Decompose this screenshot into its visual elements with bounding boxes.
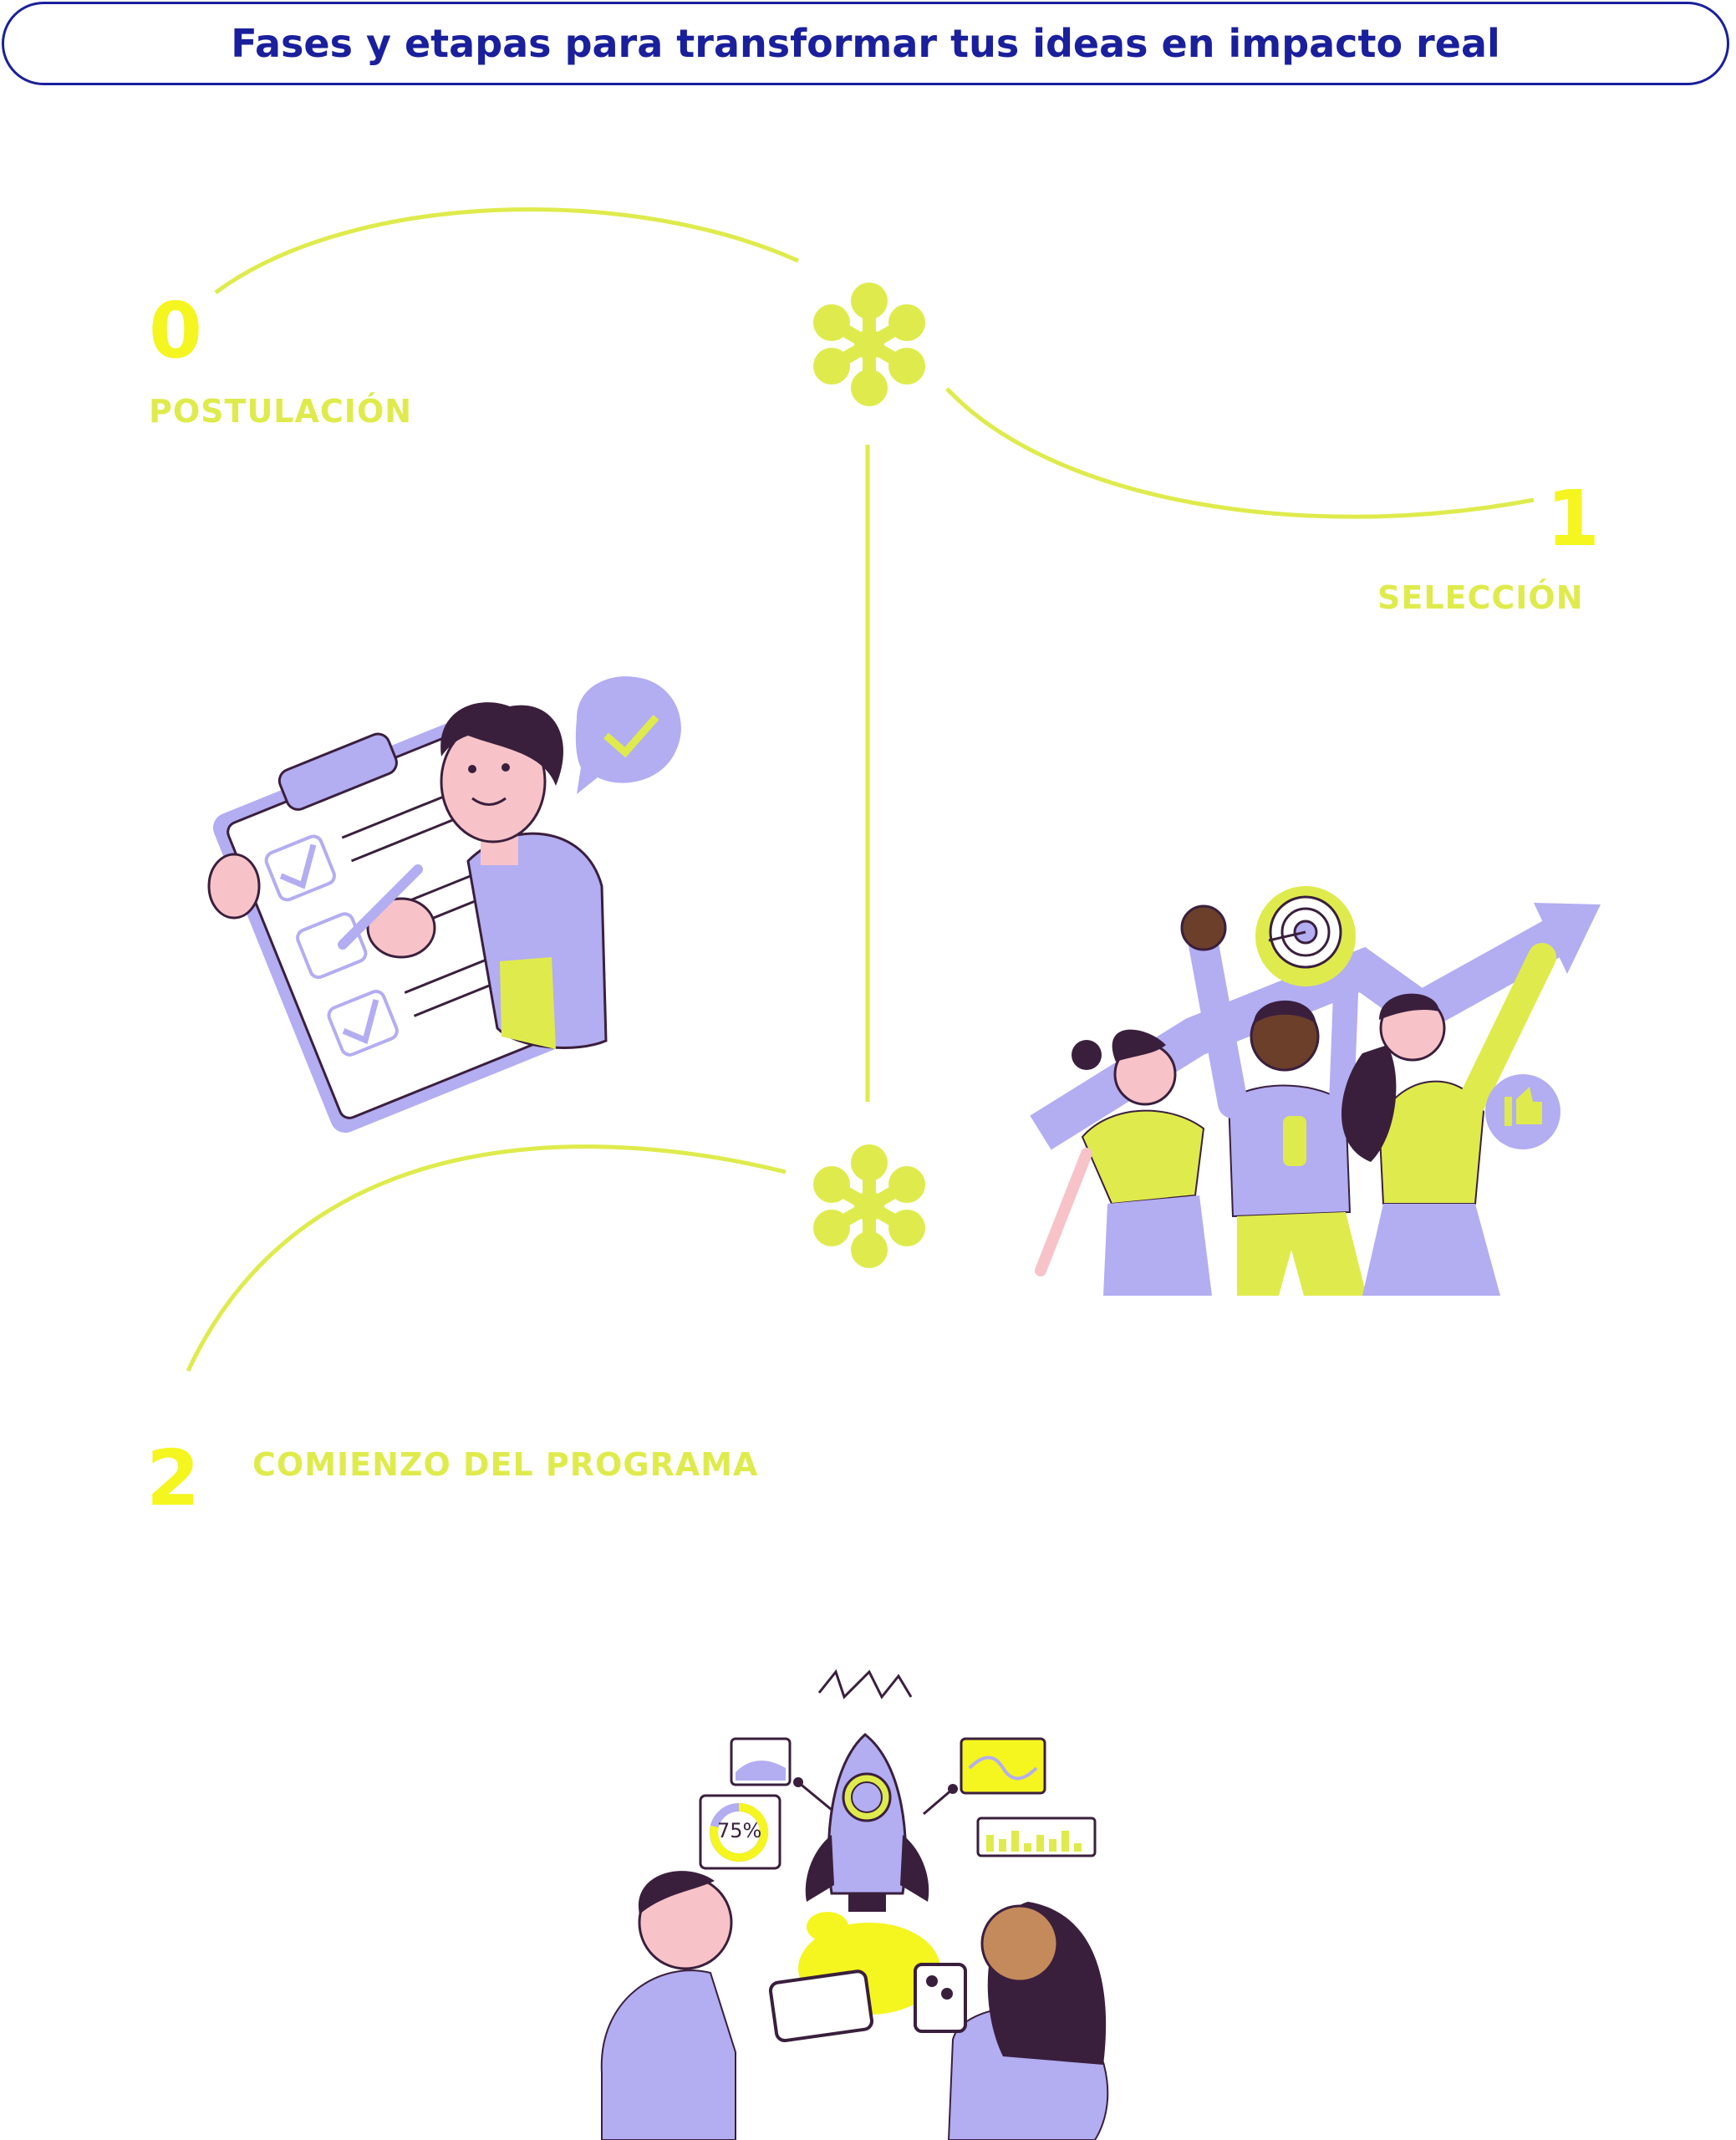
phase-2-label: COMIENZO DEL PROGRAMA <box>252 1446 759 1483</box>
phase-2-number: 2 <box>146 1434 201 1523</box>
phase-0-label: POSTULACIÓN <box>149 393 413 430</box>
phase-1-number: 1 <box>1546 474 1601 563</box>
progress-badge-text: 75% <box>717 1819 762 1842</box>
team-celebration-illustration <box>1030 886 1601 1296</box>
flower-node-top <box>813 283 925 406</box>
phase-0-number: 0 <box>149 286 203 375</box>
flower-node-bottom <box>813 1144 925 1268</box>
page-title-text: Fases y etapas para transformar tus idea… <box>231 21 1500 66</box>
clipboard-person-illustration <box>207 676 681 1134</box>
page-title: Fases y etapas para transformar tus idea… <box>2 2 1729 85</box>
phase-1-label: SELECCIÓN <box>1377 579 1584 616</box>
connector-curve-0 <box>214 207 800 295</box>
connector-curve-1 <box>945 387 1535 519</box>
connector-curve-2 <box>186 1144 787 1373</box>
rocket-launch-illustration <box>600 1669 1109 2140</box>
